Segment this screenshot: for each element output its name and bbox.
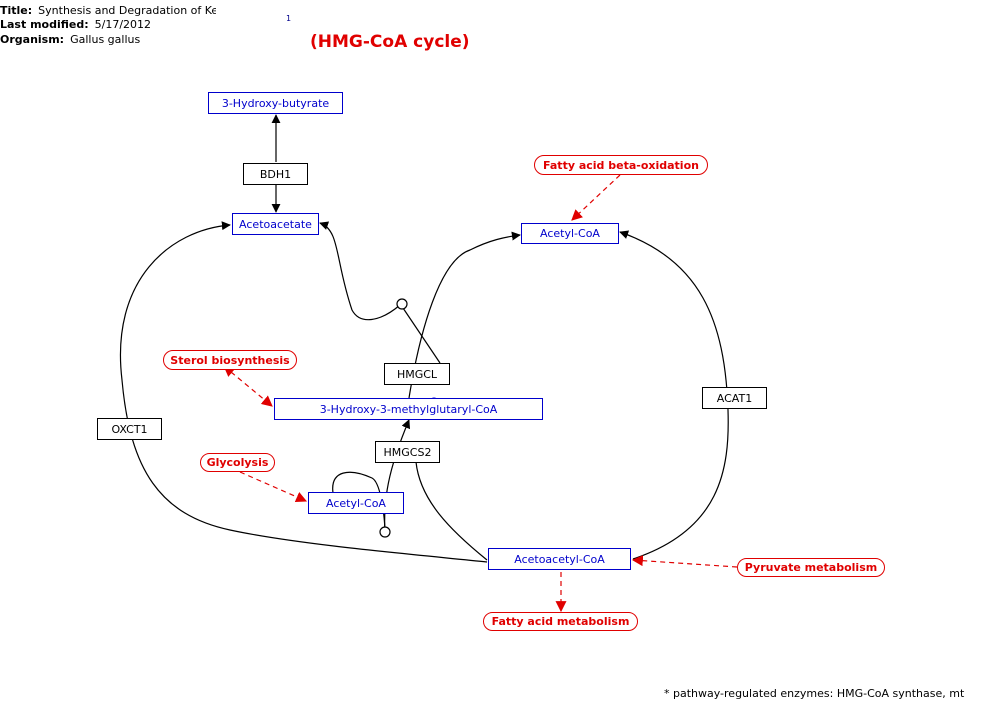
pathway-fatty-acid-metabolism[interactable]: Fatty acid metabolism bbox=[483, 612, 638, 631]
edge-hmgcl-to-acetoacetate bbox=[319, 221, 401, 321]
footnote-reference[interactable]: 1 bbox=[286, 14, 292, 23]
last-modified-label: Last modified: bbox=[0, 18, 89, 31]
pathway-fatty-acid-beta-oxidation[interactable]: Fatty acid beta-oxidation bbox=[534, 155, 708, 175]
metabolite-acetoacetate[interactable]: Acetoacetate bbox=[232, 213, 319, 235]
metabolite-acetyl-coa-top[interactable]: Acetyl-CoA bbox=[521, 223, 619, 244]
footnote-text: * pathway-regulated enzymes: HMG-CoA syn… bbox=[664, 687, 965, 700]
metabolite-acetyl-coa-bottom[interactable]: Acetyl-CoA bbox=[308, 492, 404, 514]
header-title: Title: Synthesis and Degradation of Ke bbox=[0, 4, 216, 17]
metabolite-3-hydroxy-butyrate[interactable]: 3-Hydroxy-butyrate bbox=[208, 92, 343, 114]
edge-acetoacetylcoa-to-hmgcs2 bbox=[415, 461, 488, 561]
link-pyruvate-to-acetoacetylcoa bbox=[631, 555, 738, 568]
link-glycolysis-to-acetylcoa bbox=[239, 471, 308, 503]
gene-bdh1[interactable]: BDH1 bbox=[243, 163, 308, 185]
edge-hmgcs2-to-hmgcoa bbox=[384, 419, 411, 536]
organism-label: Organism: bbox=[0, 33, 65, 46]
edge-oxct1-to-acetoacetate bbox=[119, 221, 488, 563]
title-value: Synthesis and Degradation of Ke bbox=[38, 4, 216, 17]
link-beta-oxidation-to-acetylcoa bbox=[571, 174, 621, 221]
edge-hmgcl-to-acetylcoa bbox=[408, 231, 521, 399]
hmgcl-catalysis-circle bbox=[396, 298, 408, 310]
gene-hmgcl[interactable]: HMGCL bbox=[384, 363, 450, 385]
link-sterol-to-hmgcoa bbox=[223, 365, 273, 407]
last-modified-value: 5/17/2012 bbox=[94, 18, 152, 31]
metabolite-hmg-coa[interactable]: 3-Hydroxy-3-methylglutaryl-CoA bbox=[274, 398, 543, 420]
organism-value: Gallus gallus bbox=[70, 33, 141, 46]
title-label: Title: bbox=[0, 4, 33, 17]
pathway-sterol-biosynthesis[interactable]: Sterol biosynthesis bbox=[163, 350, 297, 370]
metabolite-acetoacetyl-coa[interactable]: Acetoacetyl-CoA bbox=[488, 548, 631, 570]
gene-acat1[interactable]: ACAT1 bbox=[702, 387, 767, 409]
edge-acat1-to-acetylcoa bbox=[619, 230, 729, 560]
header-last-modified: Last modified: 5/17/2012 bbox=[0, 18, 151, 31]
header-organism: Organism: Gallus gallus bbox=[0, 33, 140, 46]
gene-oxct1[interactable]: OXCT1 bbox=[97, 418, 162, 440]
diagram-title: (HMG-CoA cycle) bbox=[310, 32, 470, 52]
hmgcs2-catalysis-circle bbox=[379, 526, 391, 538]
gene-hmgcs2[interactable]: HMGCS2 bbox=[375, 441, 440, 463]
pathway-glycolysis[interactable]: Glycolysis bbox=[200, 453, 275, 472]
pathway-pyruvate-metabolism[interactable]: Pyruvate metabolism bbox=[737, 558, 885, 577]
